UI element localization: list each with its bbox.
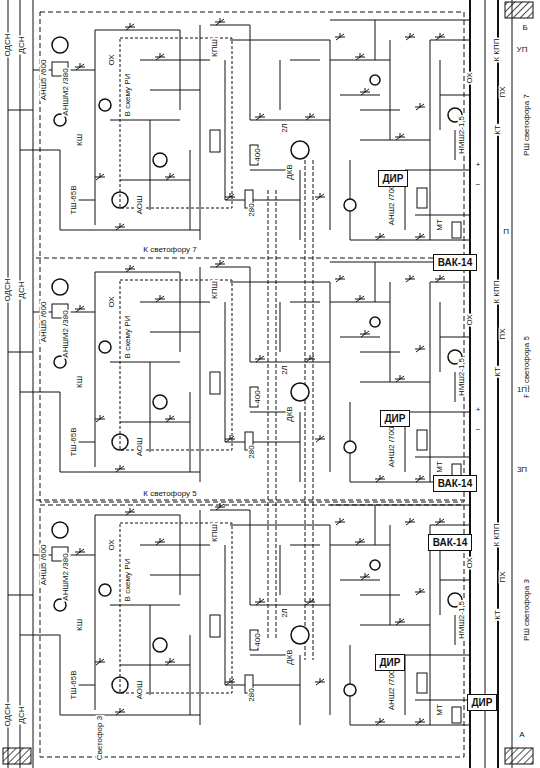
- signal-label: В схему РИ: [124, 73, 133, 118]
- signal-label: −: [475, 181, 482, 190]
- signal-label: АНШ5 /600: [40, 59, 49, 102]
- signal-label: КТ: [494, 609, 503, 621]
- signal-label: В схему РИ: [124, 558, 133, 603]
- signal-label: ОХ: [108, 295, 117, 308]
- signal-label: ОХ: [466, 313, 475, 326]
- relay-section: [8, 260, 470, 482]
- signal-label: 3П: [516, 466, 528, 475]
- signal-label: К КПП: [493, 37, 502, 62]
- signal-label: К КПП: [493, 522, 502, 547]
- signal-label: ПХ: [499, 85, 508, 98]
- signal-label: ДКВ: [286, 405, 295, 422]
- signal-label: +: [475, 406, 482, 415]
- signal-label: Светофор 3: [96, 715, 105, 761]
- signal-label: ОДСН: [4, 702, 13, 727]
- signal-label: КПШ: [211, 280, 220, 300]
- signal-label: КШ: [76, 375, 85, 389]
- relay-section: [8, 18, 470, 240]
- signal-label: АОШ: [136, 437, 145, 458]
- signal-label: КТ: [494, 124, 503, 136]
- signal-label: НМШ2-1,5: [458, 357, 467, 397]
- signal-label: +: [475, 161, 482, 170]
- relay-name: ДИР: [384, 413, 405, 424]
- relay-section: [8, 503, 470, 725]
- relay-name: ВАК-14: [433, 537, 468, 548]
- relay-box: ВАК-14: [433, 254, 478, 271]
- signal-label: ДКВ: [286, 648, 295, 665]
- signal-label: 2Л: [281, 607, 290, 619]
- signal-label: К светофору 5: [142, 490, 197, 499]
- signal-label: К светофору 7: [142, 246, 197, 255]
- signal-label: ПХ: [499, 327, 508, 340]
- signal-label: АНШ2 /700: [388, 184, 397, 227]
- signal-label: 400: [254, 147, 263, 162]
- signal-label: ОХ: [108, 538, 117, 551]
- relay-box: ДИР: [467, 694, 498, 711]
- relay-name: ВАК-14: [438, 478, 473, 489]
- signal-label: КШ: [76, 618, 85, 632]
- signal-label: К КПП: [493, 279, 502, 304]
- signal-label: КТ: [494, 366, 503, 378]
- signal-label: 280: [248, 687, 257, 702]
- signal-label: А: [518, 731, 525, 740]
- relay-box: ДИР: [380, 410, 411, 427]
- signal-label: П: [502, 228, 510, 237]
- signal-label: 400: [254, 389, 263, 404]
- signal-label: АНШ5 /600: [40, 301, 49, 344]
- signal-label: АНШМ2 /380: [62, 67, 71, 116]
- signal-label: АНШ2 /700: [388, 426, 397, 469]
- signal-label: РШ светофора 3: [523, 578, 532, 642]
- signal-label: КПШ: [211, 523, 220, 543]
- signal-label: КШ: [76, 133, 85, 147]
- signal-label: ТШ-65В: [70, 184, 79, 215]
- signal-label: ДСН: [18, 281, 27, 300]
- signal-label: 2Л: [281, 364, 290, 376]
- signal-label: 1П: [516, 386, 528, 395]
- signal-label: УП: [516, 46, 529, 55]
- signal-label: ДКВ: [286, 163, 295, 180]
- signal-label: 280: [248, 444, 257, 459]
- signal-label: ОДСН: [4, 277, 13, 302]
- signal-label: ОХ: [466, 71, 475, 84]
- signal-label: ДСН: [18, 706, 27, 725]
- signal-label: ОХ: [108, 53, 117, 66]
- relay-box: ВАК-14: [428, 534, 473, 551]
- signal-label: АНШМ2 /380: [62, 309, 71, 358]
- signal-label: ТШ-65В: [70, 669, 79, 700]
- signal-label: АОШ: [136, 195, 145, 216]
- signal-label: АНШ5 /600: [40, 544, 49, 587]
- signal-label: АНШ2 /700: [388, 669, 397, 712]
- signal-label: ПХ: [499, 570, 508, 583]
- signal-label: ТШ-65В: [70, 426, 79, 457]
- signal-label: ДСН: [18, 36, 27, 55]
- signal-label: НМШ2-1,5: [458, 115, 467, 155]
- signal-label: МТ: [436, 703, 445, 717]
- signal-label: В схему РИ: [124, 315, 133, 360]
- relay-name: ДИР: [471, 697, 492, 708]
- signal-label: АОШ: [136, 680, 145, 701]
- relay-name: ДИР: [382, 173, 403, 184]
- relay-box: ДИР: [375, 654, 406, 671]
- signal-label: МТ: [436, 218, 445, 232]
- signal-label: 280: [248, 202, 257, 217]
- signal-label: 400: [254, 632, 263, 647]
- relay-name: ДИР: [379, 657, 400, 668]
- signal-label: РШ светофора 7: [523, 93, 532, 157]
- signal-label: 2Л: [281, 122, 290, 134]
- signal-label: −: [475, 426, 482, 435]
- relay-name: ВАК-14: [438, 257, 473, 268]
- signal-label: МТ: [436, 460, 445, 474]
- signal-label: НМШ2-1,5: [458, 600, 467, 640]
- signal-label: ОХ: [466, 556, 475, 569]
- relay-box: ВАК-14: [433, 475, 478, 492]
- signal-label: КПШ: [211, 38, 220, 58]
- signal-label: АНШМ2 /380: [62, 552, 71, 601]
- signal-label: ОДСН: [4, 32, 13, 57]
- signal-label: Б: [521, 24, 528, 33]
- relay-box: ДИР: [378, 170, 409, 187]
